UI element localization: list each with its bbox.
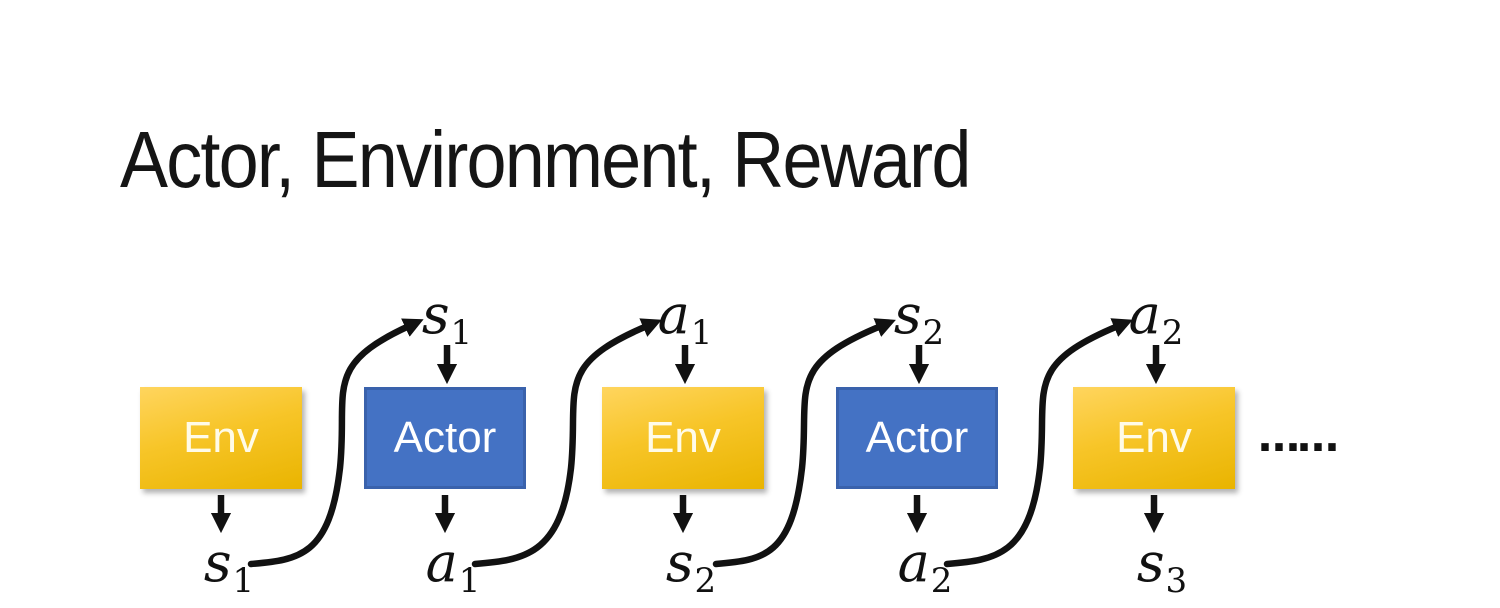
action-label-a2-bottom: a2 [897,531,953,602]
state-label-s2-top: s2 [893,283,945,354]
action-label-a1-top: a1 [657,283,713,354]
continuation-ellipsis: …… [1258,412,1339,461]
state-label-s3-bottom: s3 [1136,531,1188,602]
state-label-s1-bottom: s1 [203,531,255,602]
actor-box-2-label: Actor [865,413,969,462]
action-label-a1-bottom: a1 [425,531,481,602]
actor-box-2: Actor [836,387,998,489]
state-label-s1-top: s1 [421,283,473,354]
env-box-2-label: Env [645,413,721,462]
curved-flow-arrow-icons [247,318,1133,568]
env-box-1: Env [140,387,302,489]
state-label-s2-bottom: s2 [665,531,717,602]
arrow-down-out-of-box-icons [210,495,1165,534]
env-box-2: Env [602,387,764,489]
arrow-down-into-box-icons [436,345,1167,385]
env-box-3: Env [1073,387,1235,489]
actor-box-1: Actor [364,387,526,489]
env-box-1-label: Env [183,413,259,462]
action-label-a2-top: a2 [1128,283,1184,354]
env-box-3-label: Env [1116,413,1192,462]
actor-box-1-label: Actor [393,413,497,462]
page-title: Actor, Environment, Reward [120,115,971,204]
